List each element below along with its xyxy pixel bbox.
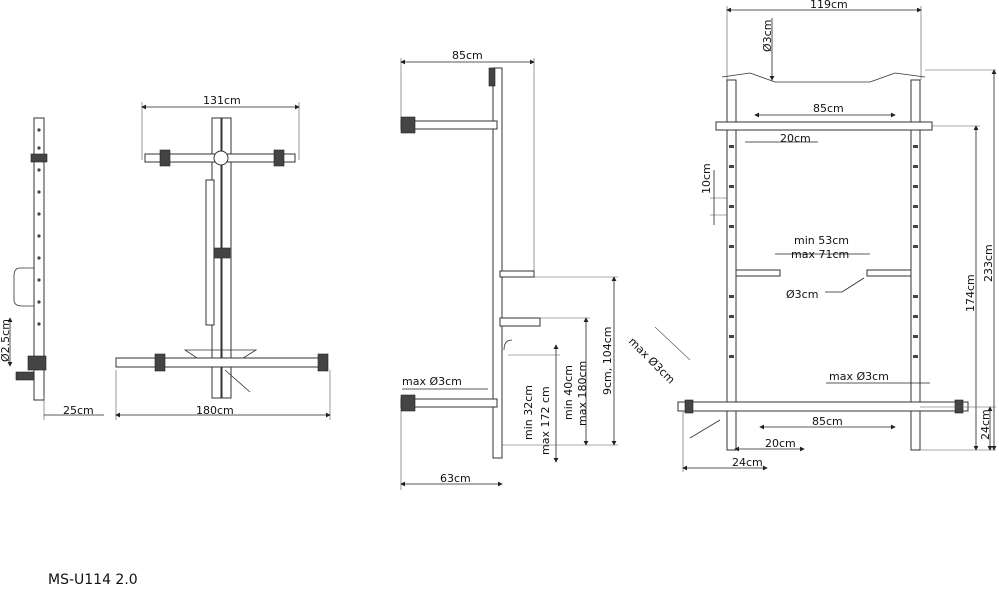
rack-tube-holder [689,419,721,439]
front-weight-column [205,179,215,326]
rack-offset-bottom-label: 20cm [765,437,796,450]
rack-upright-right [910,79,921,451]
front-view: 131cm 180cm [115,94,331,420]
side-depth-label: 25cm [63,404,94,417]
front-landmine [224,369,251,393]
rack-height-24-label: 24cm [979,409,992,440]
rack-pullup-bar [721,72,926,83]
profile-arm-end [400,116,416,134]
rack-dip-min-label: min 53cm [794,234,849,247]
profile-top-arm [400,120,498,130]
rack-height-174-label: 174cm [964,274,977,312]
rack-hole-spacing-label: 10cm [700,163,713,194]
front-top-label: 131cm [203,94,241,107]
front-base-bar [115,357,327,368]
side-safety-arm [13,267,34,307]
rack-inner-bottom-label: 85cm [812,415,843,428]
rack-base-bar [677,401,969,412]
front-hub [213,150,229,166]
profile-view: 85cm max Ø3cm 63cm min 32cm max 172 cm m… [400,49,618,490]
side-view: Ø2.5cm 25cm [0,117,104,420]
rack-tube-holder-label: max Ø3cm [626,335,678,387]
profile-safety [499,317,541,327]
profile-jhook [499,270,535,278]
profile-pin-label: max Ø3cm [402,375,462,388]
front-bar-end-left [159,149,171,167]
profile-safety-min: min 40cm [562,365,575,420]
profile-upright [492,67,503,459]
rack-dip-diameter-label: Ø3cm [786,288,818,301]
profile-top-cap [488,67,496,87]
rack-foot-label: 24cm [732,456,763,469]
rack-dip-max-label: max 71cm [791,248,849,261]
rack-width-label: 119cm [810,0,848,11]
rack-holes [729,145,918,358]
rack-base-end-right [954,399,964,414]
rack-dip-left [735,269,781,277]
rack-dip-right [866,269,912,277]
rack-view: 119cm Ø3cm 85cm 20cm 10cm min [626,0,997,472]
side-foot [15,371,35,381]
side-diameter-label: Ø2.5cm [0,319,12,362]
rack-pullup-label: Ø3cm [761,20,774,52]
profile-hook-max: max 172 cm [539,386,552,455]
profile-base-label: 63cm [440,472,471,485]
side-base-block [27,355,47,371]
rack-upright-left [726,79,737,451]
profile-top-label: 85cm [452,49,483,62]
profile-base-heights: 9cm, 104cm [601,326,614,395]
profile-hook [503,339,513,351]
rack-inner-top-label: 85cm [813,102,844,115]
profile-base-arm [400,398,498,408]
profile-hook-min: min 32cm [522,385,535,440]
front-base-end-left [154,353,166,372]
rack-base-end-left [684,399,694,414]
side-holes [37,128,41,326]
front-bar-end-right [273,149,285,167]
side-jhook [30,153,48,163]
front-base-end-right [317,353,329,372]
model-name: MS-U114 2.0 [48,572,138,588]
front-bracket [213,247,231,259]
front-base-label: 180cm [196,404,234,417]
profile-base-end [400,394,416,412]
rack-bar-holder-label: max Ø3cm [829,370,889,383]
profile-safety-max: max 180cm [576,361,589,426]
rack-height-233-label: 233cm [982,244,995,282]
rack-offset-top-label: 20cm [780,132,811,145]
rack-top-crossbar [715,121,933,131]
rack-dip-leader [825,277,865,293]
